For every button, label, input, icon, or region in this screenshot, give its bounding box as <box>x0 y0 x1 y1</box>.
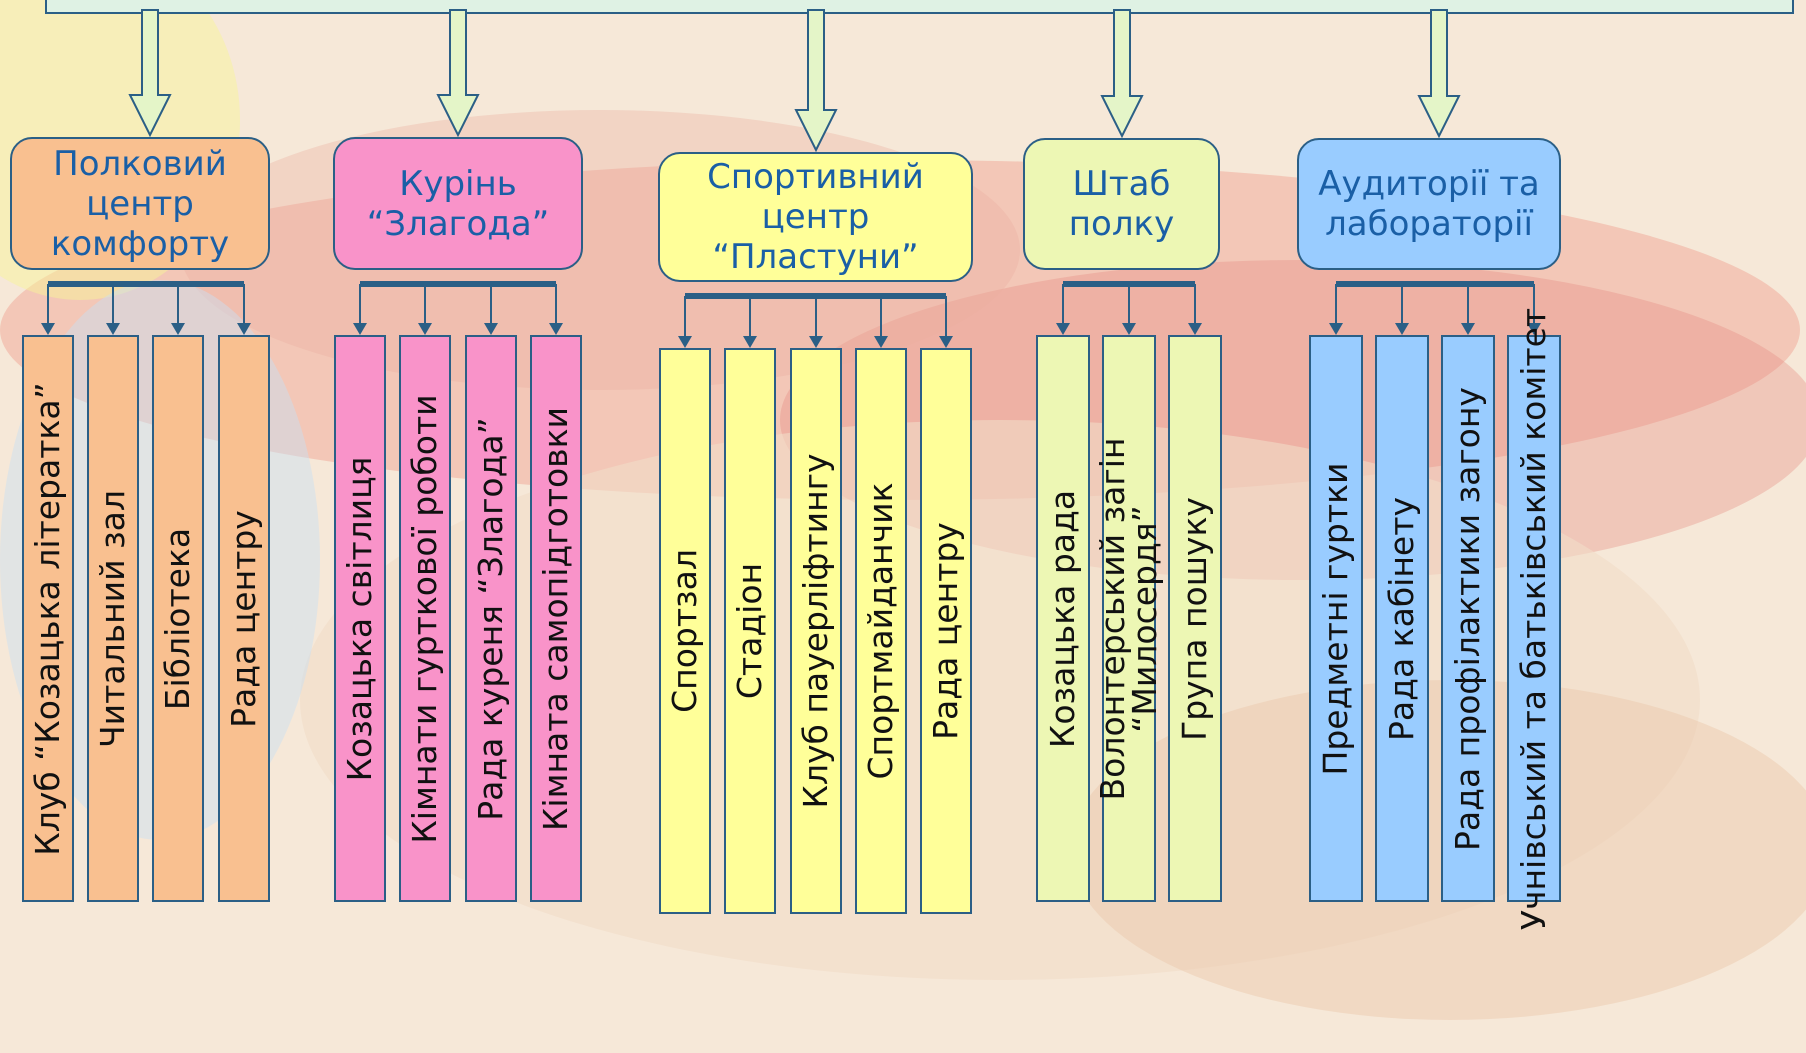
item-column: Рада куреня “Злагода” <box>465 335 517 902</box>
item-column: Бібліотека <box>152 335 204 902</box>
item-label: Клуб “Козацька літератка” <box>28 381 67 856</box>
item-label: Рада кабінету <box>1382 496 1421 741</box>
group-header-auditoriums-labs: Аудиторії та лабораторії <box>1297 138 1561 270</box>
item-column: Предметні гуртки <box>1309 335 1363 902</box>
item-label: Кімнати гурткової роботи <box>405 393 444 844</box>
item-column: Рада центру <box>218 335 270 902</box>
item-label: Предметні гуртки <box>1316 462 1355 775</box>
group-title: Курінь “Злагода” <box>366 163 550 244</box>
item-column: Кімнати гурткової роботи <box>399 335 451 902</box>
item-column: Рада кабінету <box>1375 335 1429 902</box>
item-label: Група пошуку <box>1175 496 1214 741</box>
item-label: Читальний зал <box>93 489 132 748</box>
item-column: Клуб пауерліфтингу <box>790 348 842 914</box>
item-column: Учнівський та батьківський комітет <box>1507 307 1561 930</box>
item-label: Козацька рада <box>1043 489 1082 748</box>
item-column: Козацька світлиця <box>334 335 386 902</box>
item-column: Читальний зал <box>87 335 139 902</box>
item-label: Спортмайданчик <box>861 482 900 780</box>
group-title: Аудиторії та лабораторії <box>1318 164 1540 244</box>
top-banner-edge <box>45 0 1794 14</box>
item-label: Рада куреня “Злагода” <box>471 416 510 821</box>
item-label: Бібліотека <box>158 527 197 710</box>
group-header-sports-center: Спортивний центр “Пластуни” <box>658 152 973 282</box>
item-label: Учнівський та батьківський комітет <box>1514 307 1553 930</box>
item-column: Волонтерський загін “Милосердя” <box>1093 335 1164 902</box>
group-header-regiment-hq: Штаб полку <box>1023 138 1220 270</box>
item-label: Спортзал <box>665 549 704 713</box>
item-column: Козацька рада <box>1036 335 1090 902</box>
item-column: Група пошуку <box>1168 335 1222 902</box>
item-label: Стадіон <box>730 562 769 700</box>
item-column: Стадіон <box>724 348 776 914</box>
item-column: Спортзал <box>659 348 711 914</box>
item-column: Спортмайданчик <box>855 348 907 914</box>
group-title: Полковий центр комфорту <box>50 143 230 264</box>
item-label: Рада профілактики загону <box>1448 386 1487 851</box>
group-header-kurin-zlahoda: Курінь “Злагода” <box>333 137 583 270</box>
item-label: Волонтерський загін “Милосердя” <box>1093 437 1164 800</box>
item-label: Клуб пауерліфтингу <box>796 453 835 809</box>
item-column: Рада центру <box>920 348 972 914</box>
item-column: Рада профілактики загону <box>1441 335 1495 902</box>
group-title: Спортивний центр “Пластуни” <box>707 157 924 277</box>
item-label: Рада центру <box>926 522 965 740</box>
group-header-comfort-center: Полковий центр комфорту <box>10 137 270 270</box>
item-column: Кімната самопідготовки <box>530 335 582 902</box>
item-label: Кімната самопідготовки <box>536 406 575 831</box>
item-label: Козацька світлиця <box>340 456 379 781</box>
group-title: Штаб полку <box>1068 164 1175 244</box>
item-label: Рада центру <box>224 509 263 728</box>
item-column: Клуб “Козацька літератка” <box>22 335 74 902</box>
